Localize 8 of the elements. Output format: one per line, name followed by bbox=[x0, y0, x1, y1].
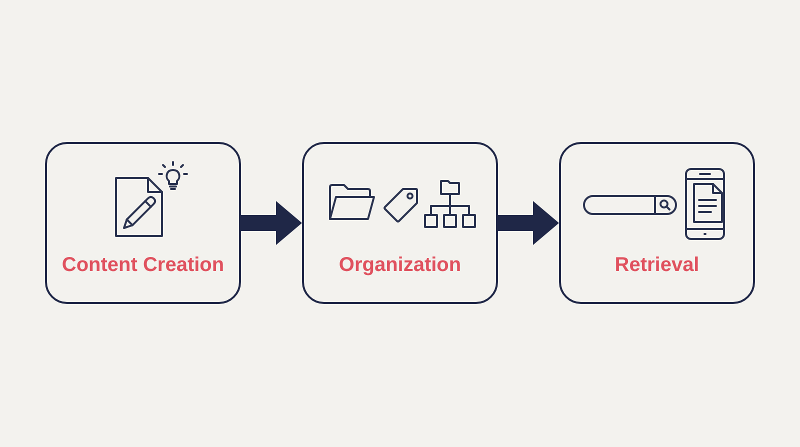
process-box bbox=[302, 142, 498, 304]
step-label: Organization bbox=[338, 254, 462, 276]
arrow bbox=[241, 201, 302, 245]
process-box bbox=[559, 142, 755, 304]
step-label: Retrieval bbox=[614, 254, 700, 276]
step-label: Content Creation bbox=[62, 254, 224, 276]
arrow bbox=[498, 201, 559, 245]
process-box bbox=[45, 142, 241, 304]
